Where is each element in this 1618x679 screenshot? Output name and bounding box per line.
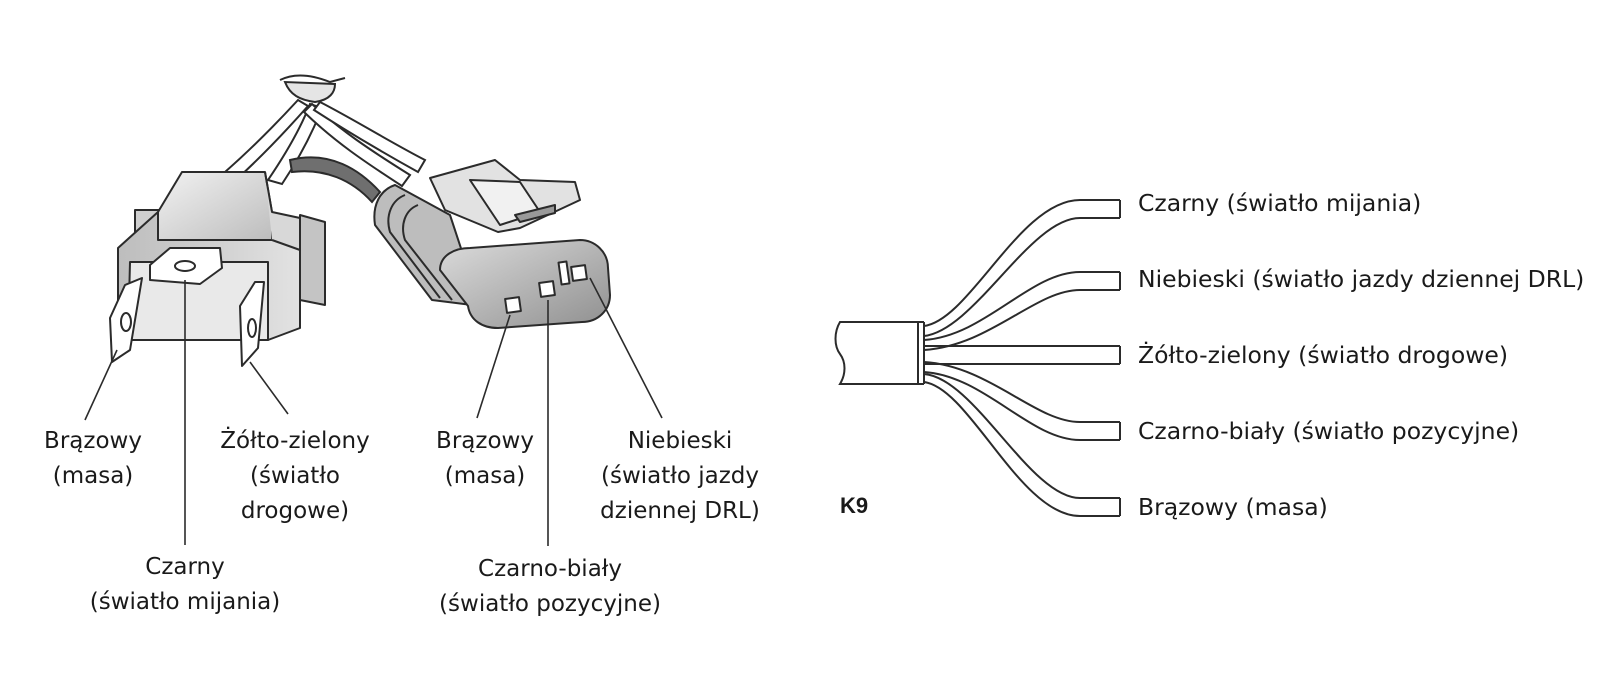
label-line: Czarno-biały bbox=[478, 556, 622, 582]
label-line: (masa) bbox=[444, 463, 526, 489]
label-line: dziennej DRL) bbox=[600, 498, 760, 524]
wire-label-yellow-green-high-beam: Żółto-zielony (światło drogowe) bbox=[1138, 341, 1509, 369]
label-line: (światło jazdy bbox=[601, 463, 759, 489]
wire-label-black-white-position: Czarno-biały (światło pozycyjne) bbox=[1138, 417, 1520, 445]
wire-label-blue-drl: Niebieski (światło jazdy dziennej DRL) bbox=[1138, 265, 1585, 293]
label-line: (światło pozycyjne) bbox=[439, 591, 661, 617]
label-yellow-green-high-beam: Żółto-zielony (światło drogowe) bbox=[210, 424, 380, 529]
wire-label-brown-ground: Brązowy (masa) bbox=[1138, 493, 1328, 521]
h4-connector bbox=[109, 171, 326, 367]
wire-bundle bbox=[223, 74, 427, 204]
label-black-low-beam: Czarny (światło mijania) bbox=[70, 550, 300, 620]
label-line: Brązowy bbox=[44, 428, 142, 454]
wire-label-black-low-beam: Czarny (światło mijania) bbox=[1138, 189, 1422, 217]
label-line: Niebieski bbox=[627, 428, 733, 454]
label-brown-ground-right: Brązowy (masa) bbox=[420, 424, 550, 494]
label-blue-drl: Niebieski (światło jazdy dziennej DRL) bbox=[580, 424, 780, 529]
cable-wires bbox=[923, 199, 1121, 517]
cable-diagram bbox=[834, 321, 925, 385]
label-line: Brązowy bbox=[436, 428, 534, 454]
drl-plug bbox=[373, 159, 611, 329]
label-line: (masa) bbox=[52, 463, 134, 489]
label-line: Czarny bbox=[145, 554, 225, 580]
label-brown-ground-left: Brązowy (masa) bbox=[28, 424, 158, 494]
cable-tag: K9 bbox=[840, 493, 869, 518]
label-line: (światło mijania) bbox=[89, 589, 281, 615]
leader-lines bbox=[84, 277, 663, 546]
label-line: (światło bbox=[250, 463, 340, 489]
label-black-white-position: Czarno-biały (światło pozycyjne) bbox=[430, 552, 670, 622]
label-line: drogowe) bbox=[240, 498, 350, 524]
label-line: Żółto-zielony bbox=[220, 428, 370, 454]
